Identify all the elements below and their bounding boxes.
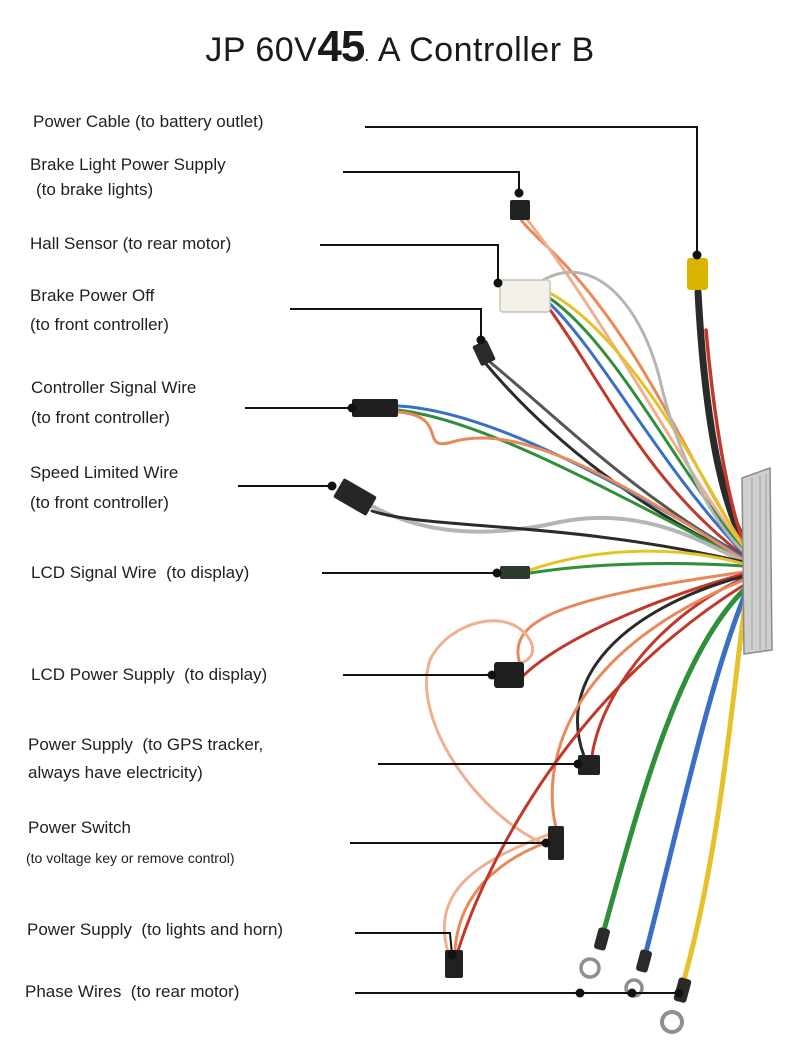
wire-red-hall <box>546 305 746 558</box>
hall-sensor-connector <box>499 279 551 313</box>
wire-white-speed-limited <box>370 504 746 564</box>
wire-orange-loop <box>425 619 552 848</box>
wire-yellow-phase <box>681 593 749 983</box>
dot-brake-light <box>514 188 524 198</box>
gps-connector <box>578 755 600 775</box>
lcd-signal-connector <box>500 566 530 579</box>
wire-green-controller-signal <box>396 408 746 562</box>
wire-black-gps <box>576 574 746 758</box>
dot-brake-power-off <box>476 335 486 345</box>
page-title: JP 60V45. A Controller B <box>0 22 800 72</box>
dot-gps-power <box>573 759 583 769</box>
dot-lcd-power <box>487 670 497 680</box>
dot-phase-blue <box>627 988 637 998</box>
label-lcd-power: LCD Power Supply (to display) <box>31 665 268 684</box>
wire-yellow-lcd-signal <box>528 549 746 572</box>
blue-phase-sleeve <box>636 949 652 973</box>
wire-green-phase <box>601 585 749 933</box>
leader-brake-light <box>343 171 520 193</box>
wire-white-hall <box>538 270 746 554</box>
leader-hall-sensor <box>320 244 499 283</box>
wire-yellow-hall <box>546 290 746 552</box>
dot-lights-horn <box>447 950 457 960</box>
brake-light-connector <box>510 200 530 220</box>
controller-signal-connector <box>352 399 398 417</box>
wire-blue-hall <box>546 300 746 556</box>
label-phase-wires: Phase Wires (to rear motor) <box>25 982 240 1001</box>
brake-off-connector <box>472 340 496 366</box>
dot-phase-yellow <box>674 988 684 998</box>
dot-lcd-signal <box>492 568 502 578</box>
battery-connector <box>687 258 708 290</box>
controller-body <box>741 466 773 655</box>
title-suffix: A Controller B <box>369 31 595 69</box>
label-power-switch: Power Switch <box>28 818 131 837</box>
dot-phase-green <box>575 988 585 998</box>
wire-orange-controller-signal <box>396 410 746 562</box>
label-power-cable: Power Cable (to battery outlet) <box>33 112 264 131</box>
dot-speed-limited <box>327 481 337 491</box>
dot-power-switch <box>541 838 551 848</box>
green-phase-ring-terminal <box>579 957 601 979</box>
label-lights-horn: Power Supply (to lights and horn) <box>27 920 284 939</box>
leader-brake-power-off <box>290 308 482 340</box>
dot-controller-signal <box>347 403 357 413</box>
label-power-switch-note: (to voltage key or remove control) <box>26 850 235 866</box>
title-dot: . <box>364 45 370 65</box>
label-controller-signal: Controller Signal Wire <box>31 378 197 397</box>
wire-green-hall <box>546 295 746 554</box>
wire-blue-phase <box>643 589 749 955</box>
green-phase-sleeve <box>594 927 610 951</box>
wire-orange-lcd-power <box>516 570 746 666</box>
connectors <box>333 200 708 1034</box>
wire-harness <box>370 216 752 983</box>
label-speed-limited: Speed Limited Wire <box>30 463 179 482</box>
label-speed-limited-note: (to front controller) <box>30 493 169 512</box>
wire-red-lcd-power <box>521 572 746 678</box>
leader-lights-horn <box>355 932 453 956</box>
wire-green-lcd-signal <box>528 562 746 575</box>
label-brake-power-off-note: (to front controller) <box>30 315 169 334</box>
yellow-phase-ring-terminal <box>660 1010 684 1034</box>
title-emphasis: 45 <box>317 22 365 71</box>
speed-limited-connector <box>333 478 377 516</box>
wire-red-lights-horn <box>456 583 746 953</box>
label-brake-light: Brake Light Power Supply <box>30 155 226 174</box>
power-switch-connector <box>548 826 564 860</box>
controller-unit <box>741 466 773 655</box>
wire-orange-power-switch <box>550 578 746 830</box>
label-hall-sensor: Hall Sensor (to rear motor) <box>30 234 232 253</box>
label-lcd-signal: LCD Signal Wire (to display) <box>31 563 250 582</box>
leader-power-cable <box>365 126 698 255</box>
label-gps-power-note: always have electricity) <box>28 763 203 782</box>
label-gps-power: Power Supply (to GPS tracker, <box>28 735 264 754</box>
wire-orange-lights-horn <box>453 840 550 952</box>
leader-lines <box>238 126 698 994</box>
dot-power-cable <box>692 250 702 260</box>
label-controller-signal-note: (to front controller) <box>31 408 170 427</box>
wire-pale-brake-light <box>524 216 746 551</box>
title-prefix: JP 60V <box>205 31 318 69</box>
leader-dots <box>327 188 702 998</box>
dot-hall-sensor <box>493 278 503 288</box>
lcd-power-connector <box>494 662 524 688</box>
controller-ribs <box>751 474 767 650</box>
label-brake-power-off: Brake Power Off <box>30 286 155 305</box>
wire-black-speed-limited <box>370 509 746 564</box>
label-brake-light-note: (to brake lights) <box>36 180 154 199</box>
wire-pale-lights-horn <box>442 832 552 954</box>
